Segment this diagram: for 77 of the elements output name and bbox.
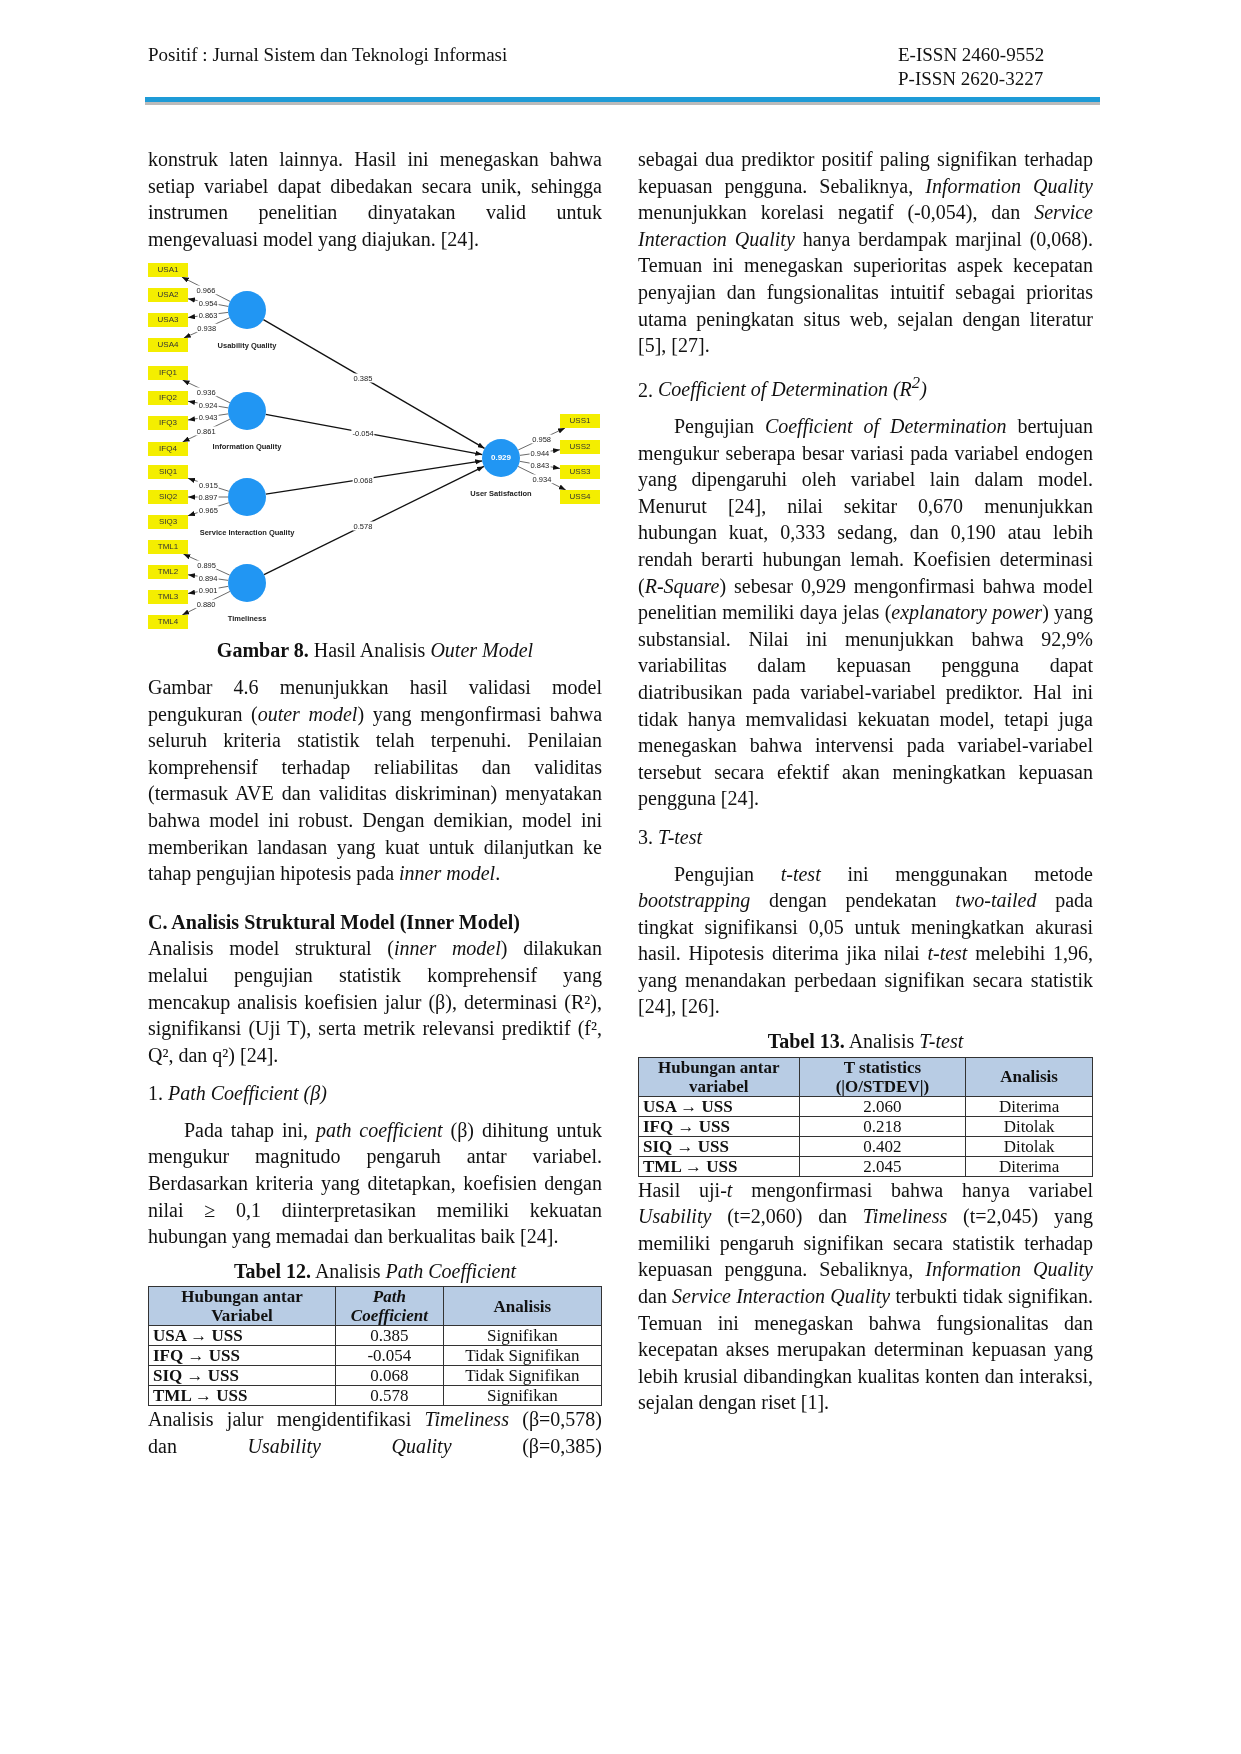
indicator-box: SIQ3 xyxy=(148,515,188,530)
arrow xyxy=(265,459,483,496)
latent-variable-circle xyxy=(228,564,266,603)
indicator-box: TML1 xyxy=(148,540,188,555)
subsection-heading: 2. Coefficient of Determination (R$^{2}$) xyxy=(638,372,928,403)
table-cell: Ditolak xyxy=(965,1136,1093,1157)
table-cell: Diterima xyxy=(965,1096,1093,1117)
issn-text: E-ISSN 2460-9552 xyxy=(898,44,1045,66)
arrow xyxy=(263,466,485,576)
body-paragraph: sebagai dua prediktor positif paling signifikan terhadap kepuasan pengguna. Sebaliknya, Information Quality menunjukkan korelasi negatif (-0,054), dan Service Interaction Quality hanya berdampak marjinal (0,068). Temuan ini menegaskan superioritas aspek kecepatan penyajian dan fungsionalitas intuitif sebagai prioritas utama peningkatan situs web, sejalan dengan literatur [5], [27]. xyxy=(638,147,1093,359)
subsection-heading: 1. Path Coefficient (β) xyxy=(148,1081,328,1107)
table-caption: Tabel 12. Analisis Path Coefficient xyxy=(232,1258,518,1285)
arrow xyxy=(262,319,486,450)
table-header-cell: Analisis xyxy=(443,1286,602,1326)
indicator-box: USS1 xyxy=(560,414,600,429)
table-header-cell: Path Coefficient xyxy=(335,1286,444,1326)
table-cell: SIQ → USS xyxy=(638,1136,800,1157)
journal-title: Positif : Jurnal Sistem dan Teknologi Informasi xyxy=(148,44,508,66)
indicator-box: SIQ1 xyxy=(148,465,188,480)
latent-variable-circle xyxy=(228,478,266,517)
table-header-cell: Hubungan antar Variabel xyxy=(148,1286,336,1326)
subsection-heading: 3. T-test xyxy=(638,824,704,850)
table-cell: USA → USS xyxy=(148,1325,336,1346)
latent-variable-circle xyxy=(228,392,266,431)
table-cell: 0.218 xyxy=(799,1116,966,1137)
table-caption: Tabel 13. Analisis T-test xyxy=(766,1029,965,1055)
indicator-box: USA4 xyxy=(148,338,188,353)
table-cell: IFQ → USS xyxy=(148,1345,336,1366)
issn-text: P-ISSN 2620-3227 xyxy=(898,68,1044,90)
indicator-box: USS3 xyxy=(560,465,600,480)
indicator-box: USA3 xyxy=(148,313,188,328)
body-paragraph: Analisis jalur mengidentifikasi Timeliness (β=0,578) dan Usability Quality (β=0,385) xyxy=(148,1407,602,1460)
table-header-cell: Hubungan antar variabel xyxy=(638,1057,800,1097)
table-header-cell: T statistics (|O/STDEV|) xyxy=(799,1057,966,1097)
table-cell: 2.060 xyxy=(799,1096,966,1117)
indicator-box: USS2 xyxy=(560,440,600,455)
indicator-box: IFQ1 xyxy=(148,366,188,381)
table-cell: Tidak Signifikan xyxy=(443,1345,602,1366)
table-cell: 0.068 xyxy=(335,1365,444,1386)
body-paragraph: Analisis model struktural (inner model) dilakukan melalui pengujian statistik komprehensif yang mencakup analisis koefisien jalur (β), determinasi (R²), signifikansi (Uji T), serta metrik relevansi prediktif (f², Q², dan q²) [24]. xyxy=(148,936,602,1069)
table-cell: -0.054 xyxy=(335,1345,444,1366)
indicator-box: IFQ2 xyxy=(148,391,188,406)
table-cell: Ditolak xyxy=(965,1116,1093,1137)
section-heading: C. Analisis Struktural Model (Inner Model) xyxy=(148,909,521,936)
body-paragraph: konstruk laten lainnya. Hasil ini menegaskan bahwa setiap variabel dapat dibedakan secara unik, sehingga instrumen penelitian dinyatakan valid untuk mengevaluasi model yang diajukan. [24]. xyxy=(148,147,602,253)
table-cell: Signifikan xyxy=(443,1325,602,1346)
table-cell: Diterima xyxy=(965,1156,1093,1177)
table-cell: USA → USS xyxy=(638,1096,800,1117)
indicator-box: USS4 xyxy=(560,490,600,505)
latent-variable-circle xyxy=(228,291,266,330)
body-paragraph: Pengujian Coefficient of Determination bertujuan mengukur seberapa besar variasi pada variabel endogen yang dipengaruhi oleh variabel lain dalam model. Menurut [24], nilai sekitar 0,670 menunjukkan hubungan kuat, 0,333 sedang, dan 0,190 atau lebih rendah berarti hubungan lemah. Koefisien determinasi (R-Square) sebesar 0,929 mengonfirmasi bahwa model penelitian memiliki daya jelas (explanatory power) yang substansial. Nilai ini menunjukkan bahwa 92,9% variabilitas dalam kepuasan pengguna dapat diatribusikan pada variabel-variabel prediktor. Hal ini tidak hanya memvalidasi kekuatan model, tetapi juga menegaskan bahwa intervensi pada variabel-variabel tersebut secara efektif akan meningkatkan kepuasan pengguna [24]. xyxy=(638,414,1093,812)
indicator-box: TML3 xyxy=(148,590,188,605)
table-cell: TML → USS xyxy=(638,1156,800,1177)
indicator-box: TML4 xyxy=(148,615,188,630)
table-cell: 0.385 xyxy=(335,1325,444,1346)
body-paragraph: Pada tahap ini, path coefficient (β) dihitung untuk mengukur magnitudo pengaruh antar variabel. Berdasarkan kriteria yang ditetapkan, koefisien dengan nilai ≥ 0,1 diinterpretasikan memiliki kekuatan hubungan yang memadai dan berkualitas baik [24]. xyxy=(148,1117,602,1250)
indicator-box: USA2 xyxy=(148,288,188,303)
arrow xyxy=(265,414,483,457)
indicator-box: IFQ3 xyxy=(148,416,188,431)
table-cell: Tidak Signifikan xyxy=(443,1365,602,1386)
indicator-box: USA1 xyxy=(148,263,188,278)
figure-caption: Gambar 8. Hasil Analisis Outer Model xyxy=(215,638,535,664)
table-cell: TML → USS xyxy=(148,1385,336,1406)
table-cell: 2.045 xyxy=(799,1156,966,1177)
table-cell: 0.402 xyxy=(799,1136,966,1157)
indicator-box: TML2 xyxy=(148,565,188,580)
body-paragraph: Gambar 4.6 menunjukkan hasil validasi model pengukuran (outer model) yang mengonfirmasi bahwa seluruh kriteria statistik telah terpenuhi. Penilaian komprehensif terhadap reliabilitas dan validitas (termasuk AVE dan validitas diskriminan) menyatakan bahwa model ini robust. Dengan demikian, model ini memberikan landasan yang kuat untuk dilanjutkan ke tahap pengujian hipotesis pada inner model. xyxy=(148,674,602,887)
latent-variable-circle: 0.929 xyxy=(482,439,520,478)
table-cell: 0.578 xyxy=(335,1385,444,1406)
indicator-box: SIQ2 xyxy=(148,490,188,505)
table-cell: IFQ → USS xyxy=(638,1116,800,1137)
body-paragraph: Pengujian t-test ini menggunakan metode bootstrapping dengan pendekatan two-tailed pada tingkat signifikansi 0,05 untuk meningkatkan akurasi hasil. Hipotesis diterima jika nilai t-test melebihi 1,96, yang menandakan perbedaan signifikan secara statistik [24], [26]. xyxy=(638,861,1093,1020)
table-header-cell: Analisis xyxy=(965,1057,1093,1097)
table-cell: Signifikan xyxy=(443,1385,602,1406)
table-cell: SIQ → USS xyxy=(148,1365,336,1386)
body-paragraph: Hasil uji-t mengonfirmasi bahwa hanya variabel Usability (t=2,060) dan Timeliness (t=2,045) yang memiliki pengaruh signifikan secara statistik terhadap kepuasan pengguna. Sebaliknya, Information Quality dan Service Interaction Quality terbukti tidak signifikan. Temuan ini menegaskan bahwa fungsionalitas dan kecepatan akses merupakan determinan kepuasan yang lebih krusial dibandingkan kualitas konten dan interaksi, sejalan dengan riset [1]. xyxy=(638,1177,1093,1416)
indicator-box: IFQ4 xyxy=(148,442,188,457)
